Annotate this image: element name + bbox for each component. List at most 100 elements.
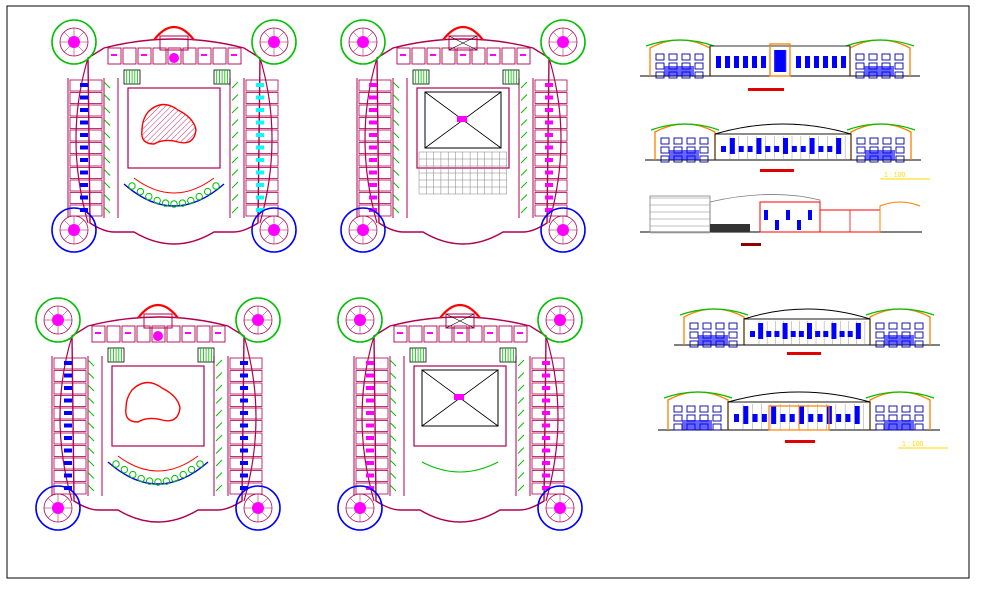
rotunda-ring — [340, 19, 386, 65]
front-arc — [421, 461, 499, 473]
door-swing — [517, 459, 525, 467]
left-wing-room — [69, 79, 103, 92]
left-wing-room — [69, 167, 103, 179]
door-swing — [215, 409, 223, 417]
stair-block — [499, 347, 517, 363]
right-wing-room — [245, 117, 279, 129]
door-swing — [517, 434, 525, 442]
shrub — [161, 199, 170, 207]
shrub — [212, 182, 220, 190]
tower-window — [875, 340, 885, 348]
left-wing-room — [355, 470, 389, 482]
right-fixture — [240, 436, 248, 440]
elevation-scale-bar — [787, 352, 821, 355]
left-fixture — [64, 361, 72, 365]
tower-roof — [845, 39, 915, 47]
door-swing — [520, 206, 528, 214]
left-fixture — [80, 158, 88, 162]
right-wing-room — [229, 370, 263, 382]
right-wing-room — [245, 154, 279, 167]
shrub — [196, 460, 204, 468]
room-tag — [125, 332, 131, 334]
door-swing — [215, 422, 223, 429]
lobby-x — [445, 313, 475, 329]
door-swing — [103, 169, 111, 176]
door-swing — [103, 131, 111, 139]
top-room — [106, 325, 121, 343]
lobby-x — [448, 35, 478, 51]
front-window — [752, 56, 757, 68]
tower-window — [881, 53, 891, 61]
vault-window — [729, 138, 735, 154]
door-swing — [231, 81, 239, 89]
vault-window — [789, 414, 795, 422]
shrub — [178, 199, 187, 207]
entrance-dome — [153, 25, 195, 41]
rotunda-ring — [35, 485, 81, 531]
left-wing-curve — [59, 335, 73, 502]
right-wing-room — [229, 382, 263, 395]
vault-window — [855, 323, 861, 339]
door-swing — [517, 409, 525, 417]
right-fixture — [256, 158, 264, 162]
left-wing-room — [69, 204, 103, 217]
vault-window — [831, 323, 837, 339]
tower-window — [895, 137, 905, 145]
right-fixture — [240, 411, 248, 415]
door-swing — [389, 447, 397, 454]
top-room — [456, 47, 471, 65]
right-wing-room — [534, 117, 568, 129]
left-wing-room — [358, 167, 392, 179]
door-swing — [520, 119, 528, 126]
left-fixture — [369, 83, 377, 87]
door-swing — [103, 144, 111, 151]
elevation-scale-bar — [760, 169, 794, 172]
right-wing-room — [229, 470, 263, 482]
left-wing-room — [358, 104, 392, 117]
section-window — [764, 210, 768, 220]
lobby-fountain — [153, 331, 163, 341]
elevation-scale-bar — [785, 440, 815, 443]
tower-window — [895, 155, 905, 163]
left-wing-room — [358, 204, 392, 217]
vault-window — [774, 331, 780, 337]
right-wing-room — [245, 104, 279, 117]
tower-window — [869, 137, 879, 145]
shrub — [187, 465, 196, 474]
door-swing — [215, 384, 223, 392]
right-wing-room — [229, 482, 263, 495]
left-fixture — [369, 120, 377, 125]
left-wing-room — [355, 395, 389, 407]
vault-window — [827, 146, 833, 152]
front-window — [743, 56, 748, 68]
right-fixture — [240, 486, 248, 490]
corner-rotunda — [51, 19, 97, 65]
left-wing-room — [358, 179, 392, 192]
tower-roof — [865, 308, 935, 316]
corner-rotunda — [251, 207, 297, 253]
tower-window — [699, 137, 709, 145]
door-swing — [392, 81, 400, 89]
door-swing — [517, 472, 525, 479]
right-wing-curve — [548, 57, 562, 224]
tower-window — [728, 322, 738, 330]
elevation-tower — [663, 391, 733, 431]
tower-window — [712, 405, 722, 413]
section-block — [649, 195, 711, 233]
rotunda-ring — [51, 207, 97, 253]
left-wing-room — [355, 432, 389, 445]
vault-window — [839, 331, 845, 337]
garden-arc-inner — [133, 177, 215, 194]
left-wing-curve — [361, 335, 375, 502]
right-fixture — [240, 361, 248, 365]
floor-plan-ground — [51, 19, 297, 253]
top-room — [227, 47, 242, 65]
rotunda-core — [68, 224, 80, 236]
shrub — [187, 196, 195, 205]
tower-roof — [645, 39, 715, 47]
vault-window — [815, 331, 821, 337]
elevation-tower — [679, 308, 749, 348]
door-swing — [520, 106, 528, 114]
tower-window — [715, 322, 725, 330]
door-swing — [87, 472, 95, 479]
